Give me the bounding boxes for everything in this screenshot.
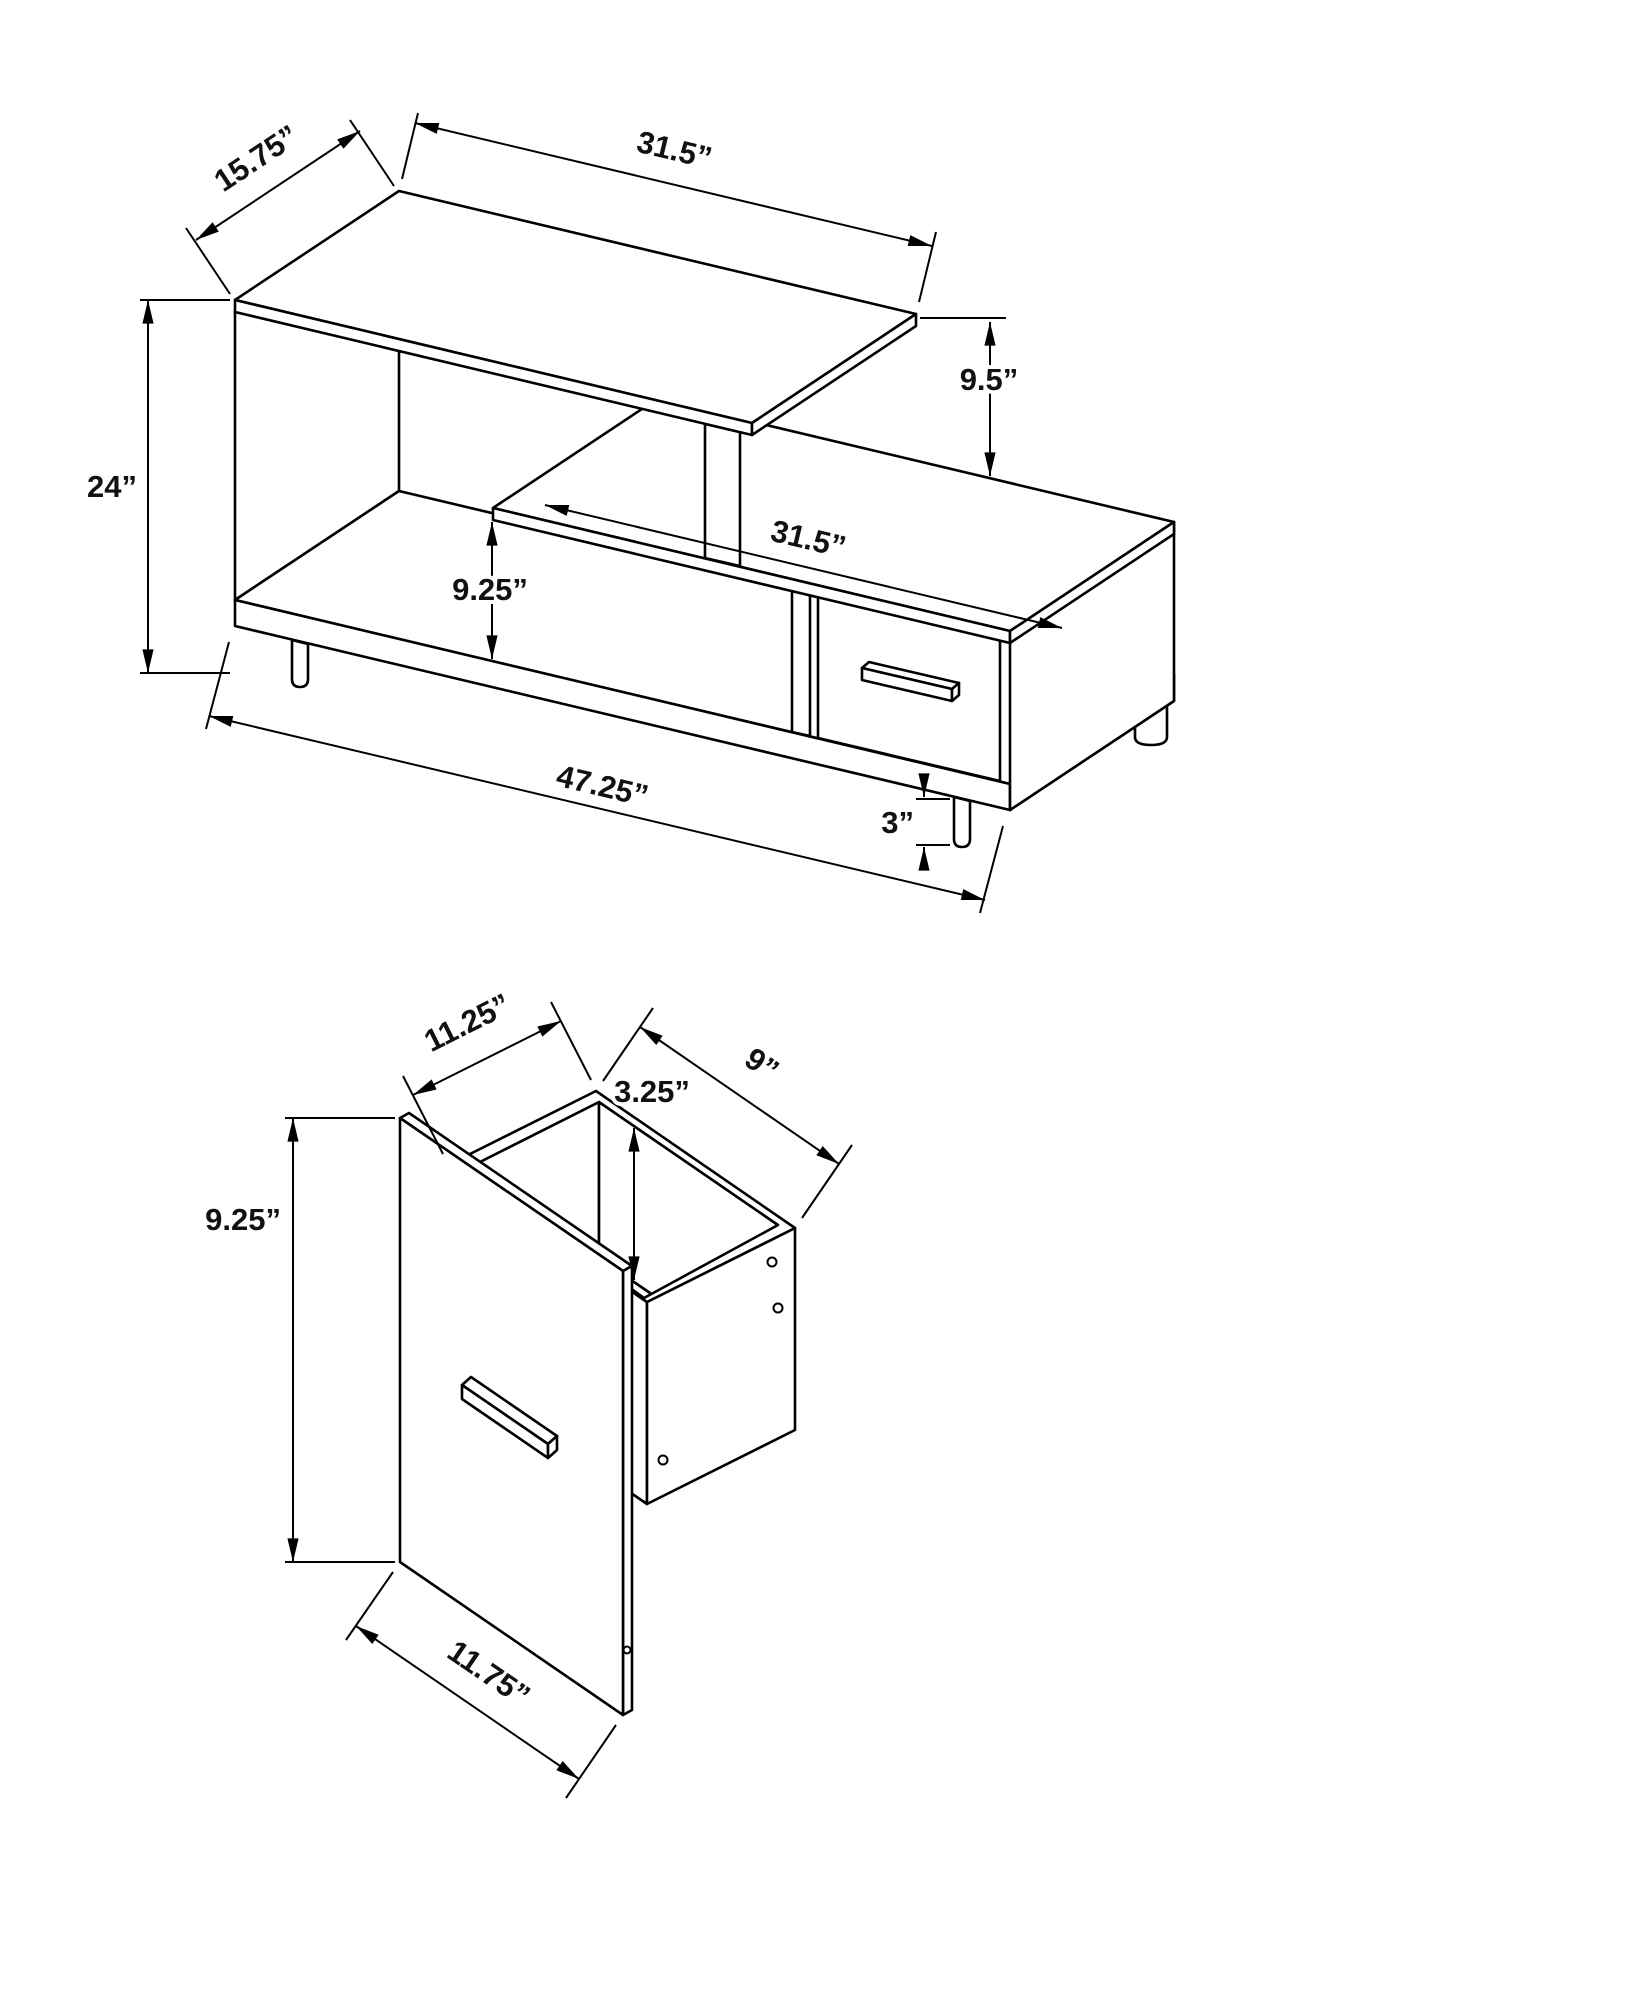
dim-drawer-depth-ext2 xyxy=(550,1001,592,1081)
drawer-handle-end xyxy=(950,681,961,703)
dim-total-height-label: 24” xyxy=(87,469,137,504)
dim-drawer-width-ext1 xyxy=(602,1007,654,1082)
drawer-panel-handle-end xyxy=(546,1434,559,1460)
top-panel-right-edge xyxy=(750,312,918,437)
dim-total-width-ext1 xyxy=(205,641,230,730)
dim-top-to-shelf: 9.5” xyxy=(920,317,1022,476)
dim-top-depth-ext1 xyxy=(185,227,231,295)
dim-drawer-front-height-label: 9.25” xyxy=(205,1202,281,1237)
dim-top-to-shelf-label: 9.5” xyxy=(960,362,1019,397)
dim-top-depth-line xyxy=(195,130,361,241)
dim-total-width-label: 47.25” xyxy=(553,758,652,814)
dim-drawer-width-label: 9” xyxy=(739,1041,786,1088)
dim-top-depth-ext2 xyxy=(349,119,395,187)
tv-stand-dimensions: 15.75” 31.5” 24” 9.5” 31.5” 9.25” xyxy=(83,112,1063,914)
drawer-view xyxy=(398,1089,797,1717)
dim-drawer-depth-label: 11.25” xyxy=(419,987,516,1059)
front-left-leg xyxy=(290,638,310,689)
dim-total-height: 24” xyxy=(83,299,230,674)
tv-stand-view xyxy=(233,189,1176,849)
dim-drawer-inner-height-label: 3.25” xyxy=(614,1074,690,1109)
dim-leg-height-label: 3” xyxy=(881,805,914,840)
dim-drawer-inner-height: 3.25” xyxy=(610,1070,694,1280)
dim-top-depth-label: 15.75” xyxy=(208,118,305,199)
dim-drawer-front-width-line xyxy=(355,1625,580,1780)
dim-drawer-width-line xyxy=(639,1026,840,1165)
drawer-screw-1 xyxy=(766,1256,778,1268)
dim-drawer-front-height: 9.25” xyxy=(201,1117,395,1563)
dim-drawer-front-width-ext2 xyxy=(565,1724,617,1799)
front-right-leg xyxy=(952,795,972,849)
dim-drawer-depth-ext1 xyxy=(402,1075,444,1155)
drawer-panel-screw xyxy=(622,1645,632,1655)
dim-drawer-front-width-ext1 xyxy=(345,1571,394,1641)
dim-opening-height: 9.25” xyxy=(448,522,532,659)
drawer-divider-panel xyxy=(790,589,812,738)
dim-opening-height-label: 9.25” xyxy=(452,572,528,607)
dim-top-width-ext2 xyxy=(918,231,937,303)
dim-drawer-width-ext2 xyxy=(801,1144,853,1219)
dim-shelf-width-line xyxy=(544,504,1063,629)
dim-top-width-label: 31.5” xyxy=(633,124,715,176)
dim-leg-height: 3” xyxy=(877,773,950,871)
dim-top-width-line xyxy=(414,122,933,247)
drawer-screw-2 xyxy=(772,1302,784,1314)
dim-total-width-line xyxy=(208,715,986,901)
drawer-screw-3 xyxy=(657,1454,669,1466)
dim-drawer-depth-line xyxy=(412,1020,562,1096)
